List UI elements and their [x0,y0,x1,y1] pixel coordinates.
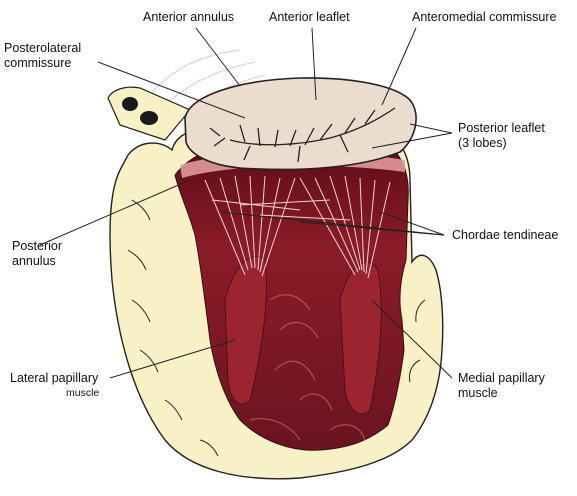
label-posterior-leaflet: Posterior leaflet (3 lobes) [458,121,545,151]
label-posterior-leaflet-line2: (3 lobes) [458,136,545,151]
label-medial-papillary-muscle: Medial papillary muscle [458,371,545,401]
label-medial-papillary-line2: muscle [458,386,545,401]
label-lateral-papillary-line1: Lateral papillary [10,371,99,386]
label-anterior-annulus: Anterior annulus [143,10,234,25]
label-posterolateral-commissure: Posterolateral commissure [4,41,81,71]
label-posterior-annulus: Posterior annulus [12,239,62,269]
label-posterolateral-commissure-line2: commissure [4,56,81,71]
label-medial-papillary-line1: Medial papillary [458,371,545,386]
label-anterior-leaflet: Anterior leaflet [269,10,350,25]
label-lateral-papillary-muscle: Lateral papillary muscle [10,371,99,401]
label-posterior-annulus-line2: annulus [12,254,62,269]
label-posterolateral-commissure-line1: Posterolateral [4,41,81,56]
label-lateral-papillary-line2: muscle [10,386,99,401]
leader-anterior-annulus [196,28,240,86]
label-posterior-leaflet-line1: Posterior leaflet [458,121,545,136]
label-chordae-tendineae: Chordae tendineae [452,228,558,243]
label-posterior-annulus-line1: Posterior [12,239,62,254]
mitral-valve-leaflets [185,78,416,170]
label-anteromedial-commissure: Anteromedial commissure [412,10,557,25]
coronary-ostium-2 [140,111,158,125]
leader-posterior-leaflet-1 [410,124,452,133]
coronary-ostium-1 [122,97,138,111]
